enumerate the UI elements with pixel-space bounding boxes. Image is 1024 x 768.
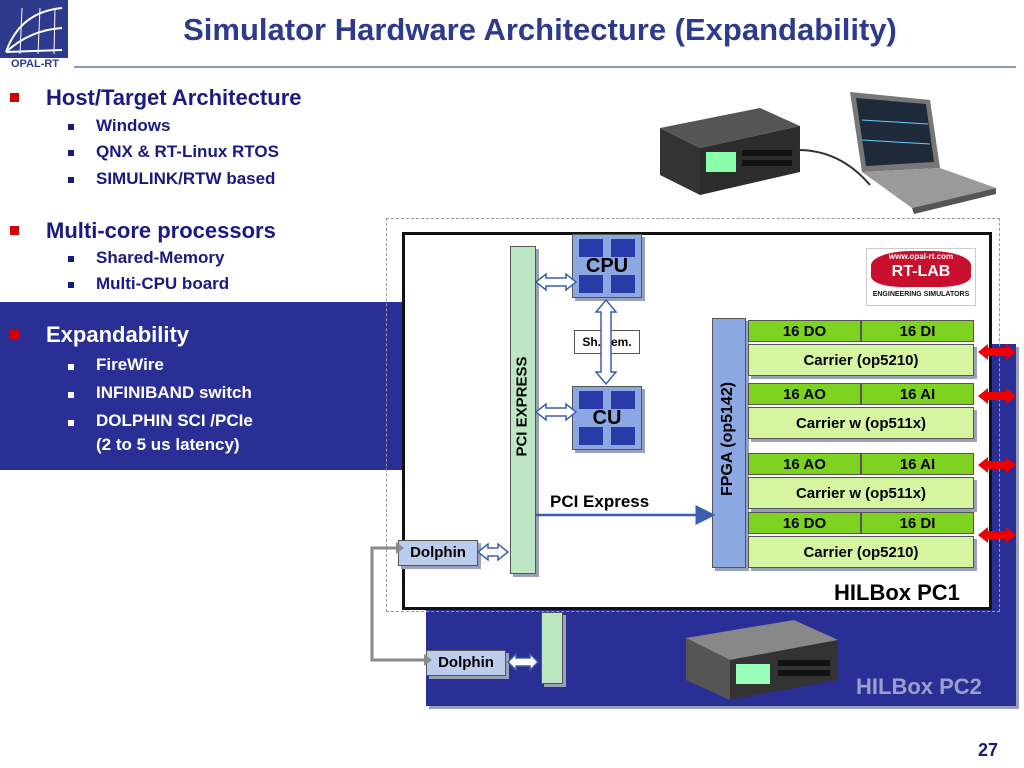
- sub-bullet: Windows: [96, 116, 171, 135]
- cu-chip: CU: [572, 386, 642, 450]
- sub-bullet: QNX & RT-Linux RTOS: [96, 142, 279, 161]
- carrier-1-board: Carrier (op5210): [748, 344, 974, 376]
- sub-bullet-marker: [68, 282, 74, 288]
- carrier-1-left-header: 16 DO: [748, 320, 861, 342]
- bullet-host-target: Host/Target Architecture: [46, 85, 302, 110]
- bullet-marker: [10, 226, 19, 235]
- opal-rt-logo: [0, 0, 68, 58]
- bullet-expandability: Expandability: [46, 322, 190, 347]
- sub-bullet: Shared-Memory: [96, 248, 225, 267]
- pci-express-label: PCI Express: [550, 492, 650, 511]
- sub-bullet: DOLPHIN SCI /PCIe: [96, 411, 253, 430]
- bullet-marker: [10, 93, 19, 102]
- bullet-multicore: Multi-core processors: [46, 218, 276, 243]
- page-title: Simulator Hardware Architecture (Expanda…: [183, 12, 897, 47]
- cpu-label: CPU: [585, 255, 629, 277]
- hilbox-pc1-label: HILBox PC1: [834, 580, 960, 605]
- carrier-2-board: Carrier w (op511x): [748, 407, 974, 439]
- sub-bullet-marker: [68, 177, 74, 183]
- carrier-3-board: Carrier w (op511x): [748, 477, 974, 509]
- sub-bullet: INFINIBAND switch: [96, 383, 252, 402]
- pcie-bus-label: PCI EXPRESS: [513, 356, 531, 457]
- carrier-2-left-header: 16 AO: [748, 383, 861, 405]
- logo-wordmark: OPAL-RT: [10, 58, 60, 70]
- dolphin-card-pc2: Dolphin: [426, 650, 506, 676]
- sub-bullet: Multi-CPU board: [96, 274, 230, 293]
- sub-bullet-marker: [68, 420, 74, 426]
- page-number: 27: [978, 740, 999, 760]
- sub-bullet-marker: [68, 364, 74, 370]
- cu-label: CU: [592, 407, 622, 429]
- fpga-board: [712, 318, 746, 568]
- hilbox-pc2-label: HILBox PC2: [856, 674, 982, 699]
- title-divider: [74, 66, 1016, 68]
- sub-bullet: SIMULINK/RTW based: [96, 169, 276, 188]
- rtlab-url: www.opal-rt.com: [888, 252, 954, 261]
- dolphin-card-pc1: Dolphin: [398, 540, 478, 566]
- sub-bullet-marker: [68, 150, 74, 156]
- carrier-4-left-header: 16 DO: [748, 512, 861, 534]
- carrier-1-right-header: 16 DI: [861, 320, 974, 342]
- target-pc-icon: [660, 108, 800, 195]
- carrier-2-right-header: 16 AI: [861, 383, 974, 405]
- carrier-3-left-header: 16 AO: [748, 453, 861, 475]
- sub-bullet-marker: [68, 392, 74, 398]
- laptop-icon: [850, 92, 996, 214]
- pcie-bus-pc2: [541, 612, 563, 684]
- carrier-4-board: Carrier (op5210): [748, 536, 974, 568]
- sub-bullet: FireWire: [96, 355, 164, 374]
- sub-bullet-continued: (2 to 5 us latency): [96, 435, 240, 454]
- bullet-marker: [10, 330, 19, 339]
- cpu-chip: CPU: [572, 234, 642, 298]
- rtlab-wordmark: RT-LAB: [891, 263, 951, 280]
- highlight-band: [0, 302, 402, 470]
- carrier-3-right-header: 16 AI: [861, 453, 974, 475]
- carrier-4-right-header: 16 DI: [861, 512, 974, 534]
- rtlab-logo-background: [871, 251, 971, 287]
- rtlab-tagline: ENGINEERING SIMULATORS: [872, 291, 970, 298]
- host-connection-outline: [386, 218, 1000, 612]
- sub-bullet-marker: [68, 256, 74, 262]
- fpga-label: FPGA (op5142): [719, 381, 736, 497]
- rtlab-logo: www.opal-rt.com RT-LAB ENGINEERING SIMUL…: [866, 248, 976, 306]
- shared-memory-label: Sh.Mem.: [574, 330, 640, 354]
- sub-bullet-marker: [68, 124, 74, 130]
